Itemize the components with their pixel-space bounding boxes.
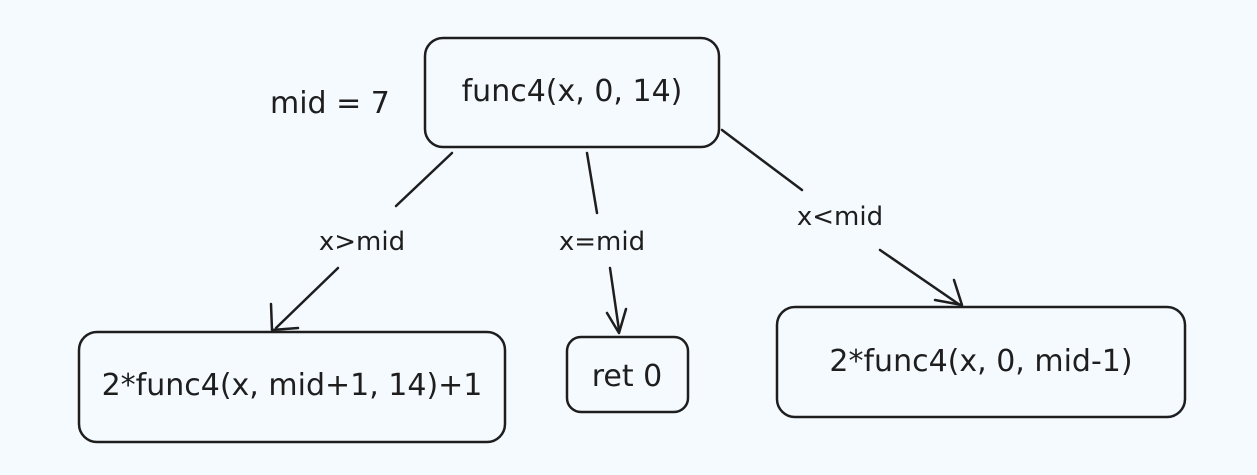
left-node-label: 2*func4(x, mid+1, 14)+1	[102, 368, 483, 403]
edge-middle-line-top	[585, 151, 599, 215]
edge-left-line-bottom	[274, 266, 340, 330]
edge-left-arrowhead	[269, 302, 300, 332]
root-node-label: func4(x, 0, 14)	[462, 74, 683, 109]
right-node-box	[775, 305, 1187, 419]
edge-right-line-top	[720, 128, 804, 192]
edge-right: x<mid	[720, 128, 964, 307]
edge-left-label: x>mid	[319, 227, 405, 257]
edge-right-label: x<mid	[797, 202, 883, 232]
right-node: 2*func4(x, 0, mid-1)	[775, 305, 1187, 419]
right-node-label: 2*func4(x, 0, mid-1)	[829, 344, 1132, 379]
edge-right-line-bottom	[878, 248, 962, 307]
middle-node-box	[565, 335, 690, 414]
edge-left-line-top	[394, 151, 454, 208]
left-node: 2*func4(x, mid+1, 14)+1	[77, 330, 507, 444]
left-node-box	[77, 330, 507, 444]
edge-left: x>mid	[269, 151, 454, 332]
edge-middle-label: x=mid	[559, 227, 645, 257]
edge-middle-arrowhead	[605, 307, 628, 335]
middle-node-label: ret 0	[592, 359, 663, 394]
root-node: func4(x, 0, 14)	[423, 36, 721, 149]
edge-middle: x=mid	[559, 151, 645, 335]
middle-node: ret 0	[565, 335, 690, 414]
edge-middle-line-bottom	[608, 266, 621, 332]
edge-right-arrowhead	[933, 278, 964, 307]
mid-annotation: mid = 7	[270, 86, 390, 121]
root-node-box	[423, 36, 721, 149]
